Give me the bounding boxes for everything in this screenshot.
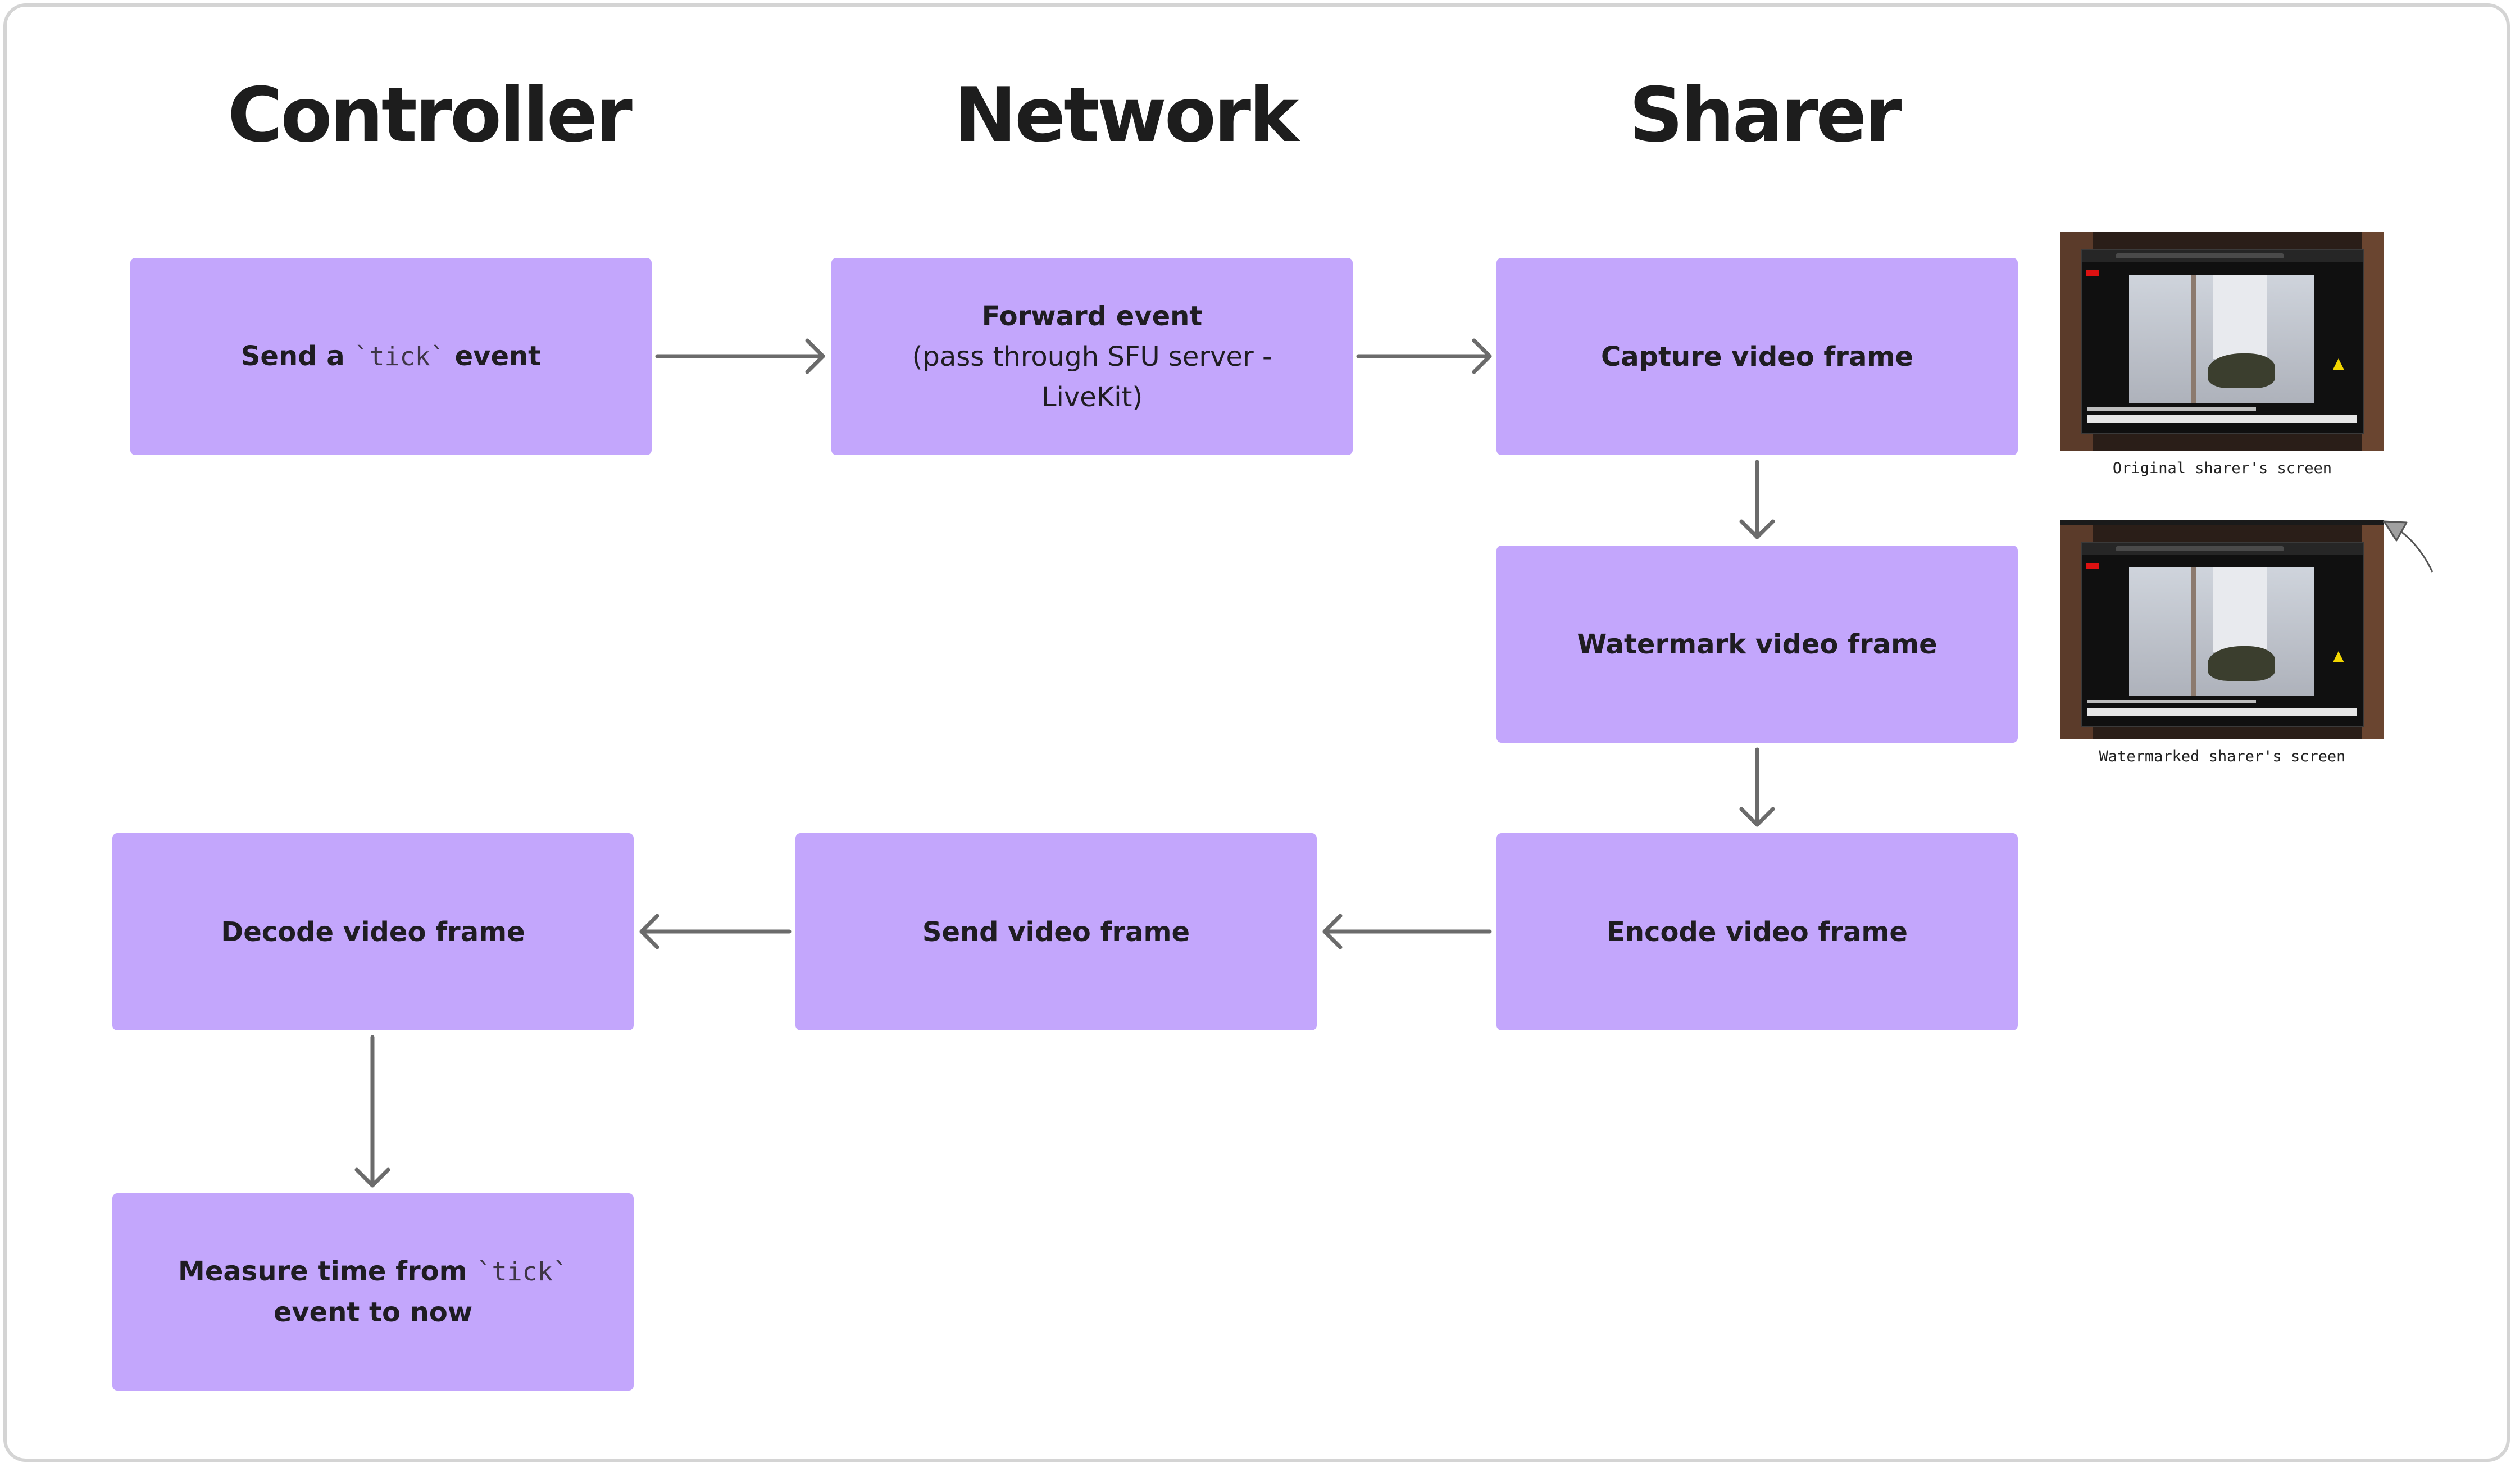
arrow-left-icon xyxy=(639,914,792,949)
step-encode-video-frame: Encode video frame xyxy=(1496,833,2018,1030)
arrow-down-icon xyxy=(1739,460,1775,539)
step-measure-time: Measure time from `tick` event to now xyxy=(112,1193,634,1391)
step-send-frame-label: Send video frame xyxy=(922,916,1190,948)
step-decode-video-frame: Decode video frame xyxy=(112,833,634,1030)
step-watermark-video-frame: Watermark video frame xyxy=(1496,546,2018,743)
step-encode-label: Encode video frame xyxy=(1607,916,1908,948)
step-send-tick-text-before: Send a xyxy=(240,340,354,372)
step-forward-event: Forward event (pass through SFU server -… xyxy=(831,258,1353,455)
watermarked-screen-thumbnail: ▲ xyxy=(2060,520,2384,739)
column-title-sharer: Sharer xyxy=(1629,71,1902,159)
step-send-tick-code: `tick` xyxy=(354,342,445,371)
watermarked-screen-caption: Watermarked sharer's screen xyxy=(2099,748,2346,765)
step-measure-text-after: event to now xyxy=(273,1297,473,1328)
step-capture-label: Capture video frame xyxy=(1601,340,1913,372)
arrow-down-icon xyxy=(1739,747,1775,827)
arrow-right-icon xyxy=(1356,338,1492,374)
original-screen-thumbnail: ▲ xyxy=(2060,232,2384,451)
arrow-down-icon xyxy=(354,1035,390,1188)
step-watermark-label: Watermark video frame xyxy=(1577,628,1937,660)
annotation-curve-arrow xyxy=(2383,520,2433,573)
original-screen-caption: Original sharer's screen xyxy=(2112,460,2332,477)
step-forward-event-title: Forward event xyxy=(981,300,1203,332)
step-send-tick-text-after: event xyxy=(445,340,542,372)
arrow-right-icon xyxy=(655,338,825,374)
step-send-video-frame: Send video frame xyxy=(795,833,1317,1030)
step-capture-video-frame: Capture video frame xyxy=(1496,258,2018,455)
cursor-icon: ▲ xyxy=(2329,646,2348,667)
arrow-left-icon xyxy=(1322,914,1492,949)
step-decode-label: Decode video frame xyxy=(221,916,525,948)
step-measure-text-before: Measure time from xyxy=(178,1256,477,1287)
column-title-network: Network xyxy=(954,71,1299,159)
step-forward-event-subtitle: (pass through SFU server - LiveKit) xyxy=(912,340,1272,413)
step-send-tick: Send a `tick` event xyxy=(130,258,652,455)
column-title-controller: Controller xyxy=(228,71,633,159)
cursor-icon: ▲ xyxy=(2329,353,2348,374)
step-measure-code: `tick` xyxy=(476,1257,568,1287)
